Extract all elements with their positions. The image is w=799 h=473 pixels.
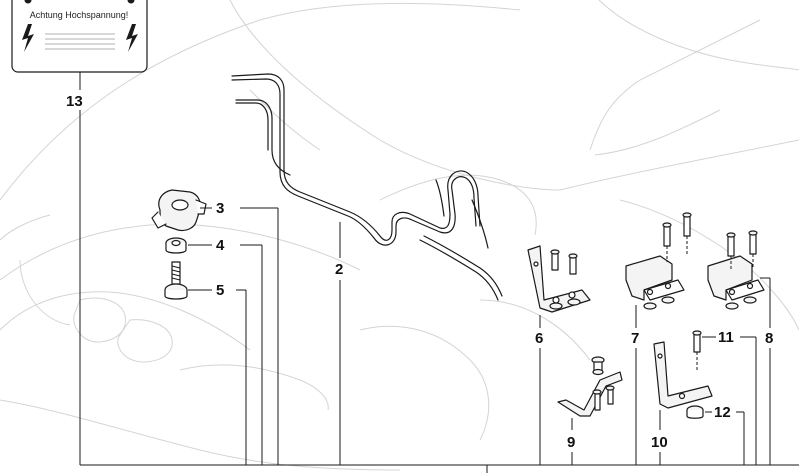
callout-5: 5	[216, 282, 224, 299]
callout-4: 4	[216, 237, 225, 254]
callout-8: 8	[765, 330, 773, 347]
callout-7: 7	[631, 330, 639, 347]
part-6-bracket	[527, 245, 591, 313]
callout-13: 13	[66, 93, 83, 110]
callout-2: 2	[335, 261, 343, 278]
part-8-bracket	[707, 230, 765, 310]
part-4-nut	[165, 237, 187, 254]
high-voltage-icon	[22, 24, 138, 52]
part-7-bracket	[625, 212, 692, 310]
part-11-screw	[692, 330, 702, 370]
leader-lines	[79, 72, 799, 473]
callout-12: 12	[714, 404, 731, 421]
part-9-bracket	[557, 356, 623, 417]
part-2-cable	[231, 73, 503, 301]
callout-9: 9	[567, 434, 575, 451]
warning-label-text: Achtung Hochspannung!	[30, 10, 129, 20]
part-5-bolt	[164, 261, 188, 300]
part-12-nut	[686, 405, 704, 419]
part-3-holder	[151, 189, 207, 232]
callout-11: 11	[718, 329, 734, 346]
callouts: 13 2 3 4 5 6 7 8 9 10 11 12	[66, 93, 773, 451]
callout-10: 10	[651, 434, 668, 451]
callout-6: 6	[535, 330, 543, 347]
callout-3: 3	[216, 200, 224, 217]
warning-label: Achtung Hochspannung!	[11, 0, 148, 73]
part-10-bracket	[653, 341, 713, 409]
